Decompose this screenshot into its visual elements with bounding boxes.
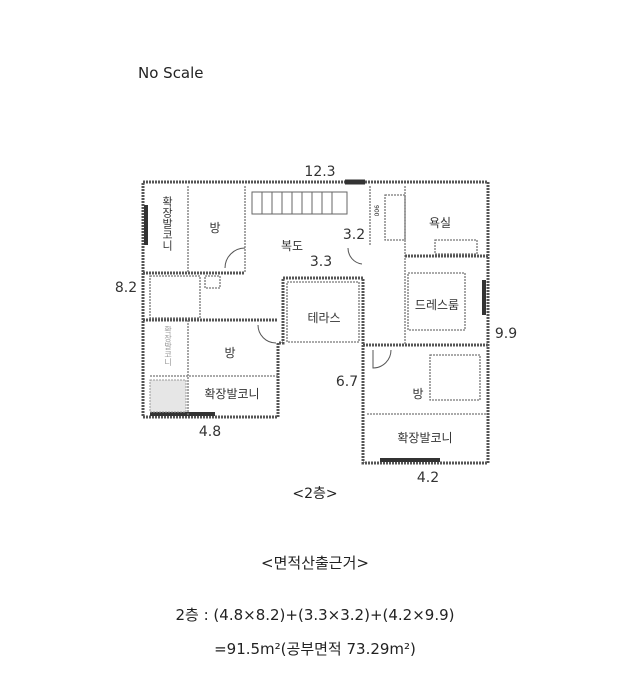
dimension-stair-side: 3.2 (343, 227, 365, 243)
room-label: 드레스룸 (415, 298, 459, 312)
room-label: 방 (209, 221, 220, 235)
stairs (251, 191, 348, 215)
area-result: =91.5m²(공부면적 73.29m²) (214, 640, 416, 658)
area-formula: 2층 : (4.8×8.2)+(3.3×3.2)+(4.2×9.9) (175, 606, 455, 624)
bed (429, 354, 481, 401)
dimension-bottom-left: 4.8 (199, 424, 221, 440)
terrace-box (286, 281, 360, 343)
door-swing (257, 324, 277, 344)
toilet-room (149, 275, 201, 319)
dimension-bottom-right: 4.2 (417, 470, 439, 486)
door-swing (347, 247, 363, 265)
closet-mark: 900 (373, 205, 380, 217)
sink (204, 275, 221, 289)
scale-note: No Scale (138, 64, 204, 82)
room-label: 확장발코니 (161, 196, 174, 251)
room-label: 확장발코니 (397, 431, 452, 445)
door-swing (224, 247, 246, 269)
bathtub (434, 239, 478, 255)
basis-title: <면적산출근거> (261, 554, 369, 572)
room-label: 확장발코니 (204, 387, 259, 401)
room-label: 확장발코니 (163, 325, 172, 367)
room-label: 복도 (281, 239, 303, 253)
dimension-right-wing-left: 6.7 (336, 374, 358, 390)
dimension-left: 8.2 (115, 280, 137, 296)
room-label: 방 (224, 346, 235, 360)
door-swing (372, 349, 392, 369)
floor-caption: <2층> (292, 486, 338, 502)
outer-wall (141, 180, 490, 465)
room-label: 방 (412, 387, 423, 401)
dimension-top: 12.3 (304, 164, 335, 180)
dimension-right: 9.9 (495, 326, 517, 342)
dress-box (407, 272, 466, 331)
closet (384, 194, 406, 241)
room-label: 욕실 (429, 216, 451, 230)
room-label: 테라스 (307, 311, 340, 325)
dimension-corridor: 3.3 (310, 254, 332, 270)
balcony-hatch (149, 379, 187, 413)
